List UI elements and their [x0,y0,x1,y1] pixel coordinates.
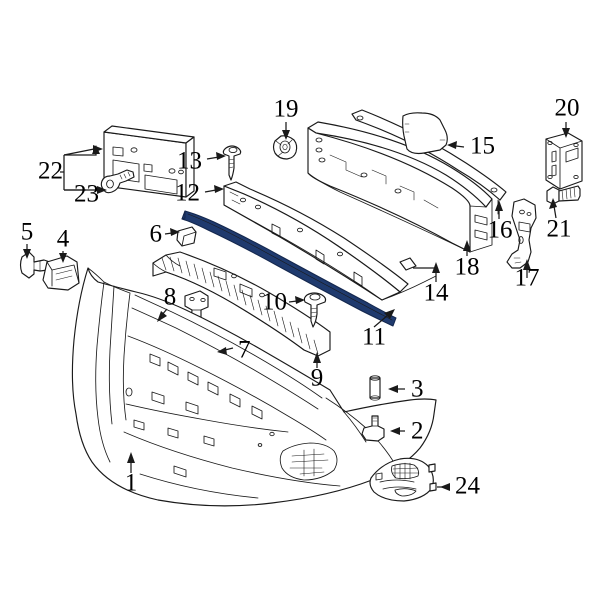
part-fog-lamp-bezel[interactable] [369,457,437,502]
callout-23[interactable]: 23 [64,181,107,208]
part-license-bracket-clip[interactable] [100,169,135,194]
callout-17[interactable]: 17 [515,259,540,292]
callout-18[interactable]: 18 [455,240,480,281]
callout-8[interactable]: 8 [157,284,176,322]
callout-7[interactable]: 7 [217,337,251,364]
callout-label-21: 21 [547,216,572,243]
callout-label-19: 19 [274,96,299,123]
part-crash-box-absorber[interactable] [545,132,583,190]
callout-label-4: 4 [57,226,70,253]
callout-label-8: 8 [164,284,177,311]
callout-label-23: 23 [74,181,99,208]
callout-label-7: 7 [238,337,251,364]
callout-label-3: 3 [411,376,424,403]
callout-1[interactable]: 1 [125,452,138,497]
callout-label-15: 15 [470,133,495,160]
callout-21[interactable]: 21 [547,198,572,243]
callout-4[interactable]: 4 [57,226,70,263]
part-push-rivet[interactable] [303,292,327,328]
callout-2[interactable]: 2 [390,418,424,445]
callout-label-10: 10 [262,289,287,316]
callout-3[interactable]: 3 [388,376,424,403]
part-push-pin-retainer[interactable] [19,251,53,279]
callout-label-6: 6 [150,221,163,248]
callout-label-22: 22 [38,158,63,185]
callout-label-12: 12 [175,180,200,207]
part-hex-bolt[interactable] [546,185,581,205]
part-upper-molding-valance[interactable] [181,210,397,327]
callout-label-11: 11 [362,324,386,351]
callout-13[interactable]: 13 [177,148,226,175]
callout-label-1: 1 [125,470,138,497]
part-grommet-nut[interactable] [272,135,298,160]
callout-24[interactable]: 24 [437,473,481,500]
callout-label-17: 17 [515,265,540,292]
part-energy-absorber[interactable] [152,251,331,357]
part-bracket-clip[interactable] [176,226,197,247]
part-impact-bar-reinforcement[interactable] [307,109,507,253]
part-tow-eye-cap[interactable] [42,255,80,291]
callout-20[interactable]: 20 [555,95,580,138]
callout-12[interactable]: 12 [175,180,224,207]
callout-label-2: 2 [411,418,424,445]
part-front-bumper-cover[interactable] [71,267,437,507]
callout-label-18: 18 [455,254,480,281]
part-impact-bar-lower-tab[interactable] [381,257,437,301]
callout-label-16: 16 [488,217,513,244]
callout-9[interactable]: 9 [311,352,324,392]
part-bumper-side-stay[interactable] [506,198,537,269]
callout-5[interactable]: 5 [21,219,34,259]
callout-label-9: 9 [311,365,324,392]
callout-label-13: 13 [177,148,202,175]
callout-label-24: 24 [455,473,481,500]
callout-11[interactable]: 11 [362,309,395,351]
part-upper-bumper-retainer[interactable] [223,181,409,301]
callout-label-14: 14 [424,280,450,307]
callout-15[interactable]: 15 [447,133,495,160]
callout-19[interactable]: 19 [274,96,299,140]
callout-label-20: 20 [555,95,580,122]
part-impact-absorber-pad[interactable] [402,112,448,155]
callout-label-5: 5 [21,219,34,246]
callout-14[interactable]: 14 [413,262,449,307]
callout-6[interactable]: 6 [150,221,181,248]
callout-22[interactable]: 22 [38,145,103,191]
part-flange-bolt[interactable] [361,415,385,442]
part-screw-rivet[interactable] [222,145,242,181]
part-spacer-sleeve[interactable] [369,375,381,401]
callout-10[interactable]: 10 [262,289,305,316]
callout-16[interactable]: 16 [488,200,513,244]
